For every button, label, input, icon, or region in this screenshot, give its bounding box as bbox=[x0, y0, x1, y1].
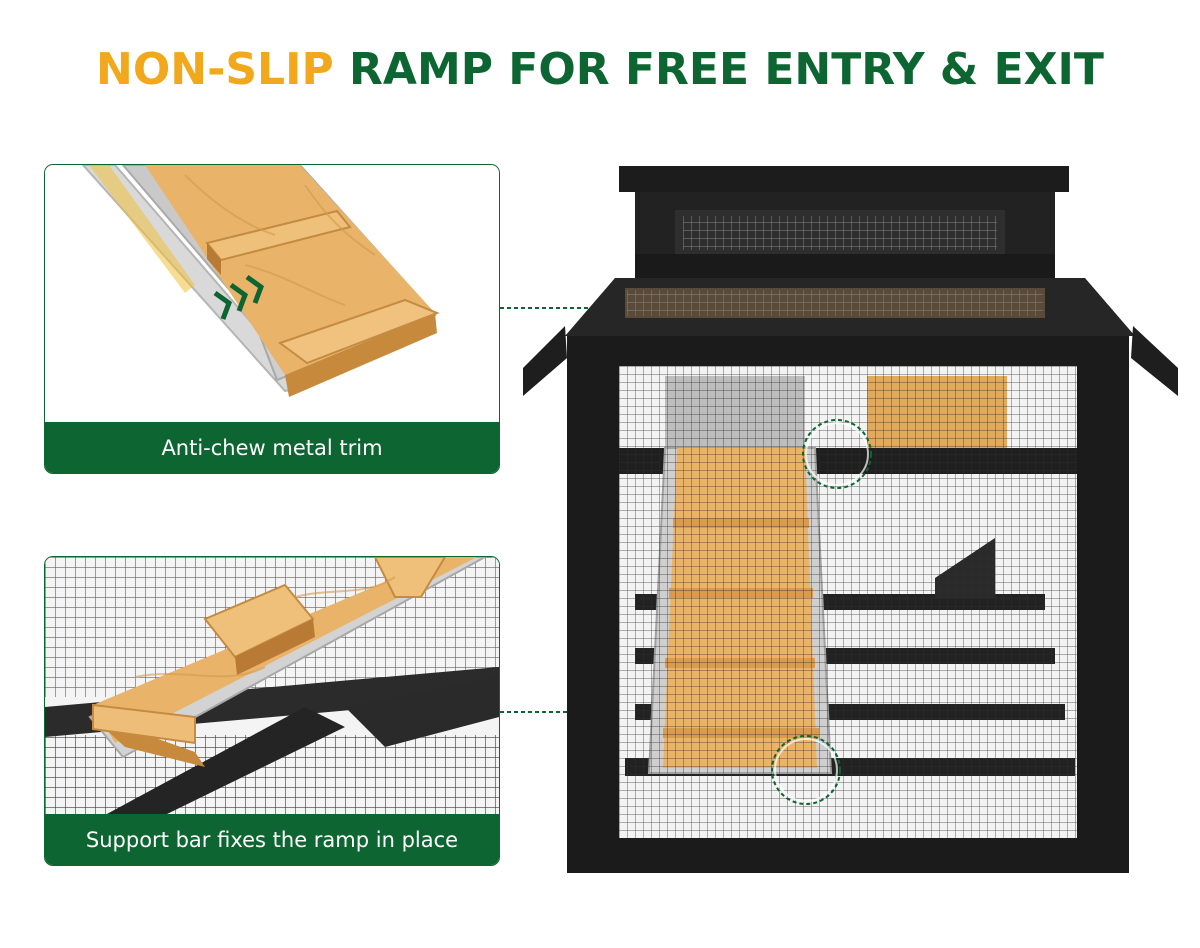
chicken-coop-illustration bbox=[523, 166, 1178, 873]
card-caption-support-bar: Support bar fixes the ramp in place bbox=[45, 814, 499, 865]
headline-main: RAMP FOR FREE ENTRY & EXIT bbox=[333, 44, 1104, 95]
detail-card-support-bar: Support bar fixes the ramp in place bbox=[44, 556, 500, 866]
ramp-support-bar-closeup bbox=[45, 557, 499, 815]
page-headline: NON-SLIP RAMP FOR FREE ENTRY & EXIT bbox=[0, 44, 1200, 95]
ramp-metal-trim-closeup bbox=[45, 165, 499, 423]
detail-card-metal-trim: Anti-chew metal trim bbox=[44, 164, 500, 474]
card-caption-metal-trim: Anti-chew metal trim bbox=[45, 422, 499, 473]
headline-accent: NON-SLIP bbox=[96, 44, 334, 95]
